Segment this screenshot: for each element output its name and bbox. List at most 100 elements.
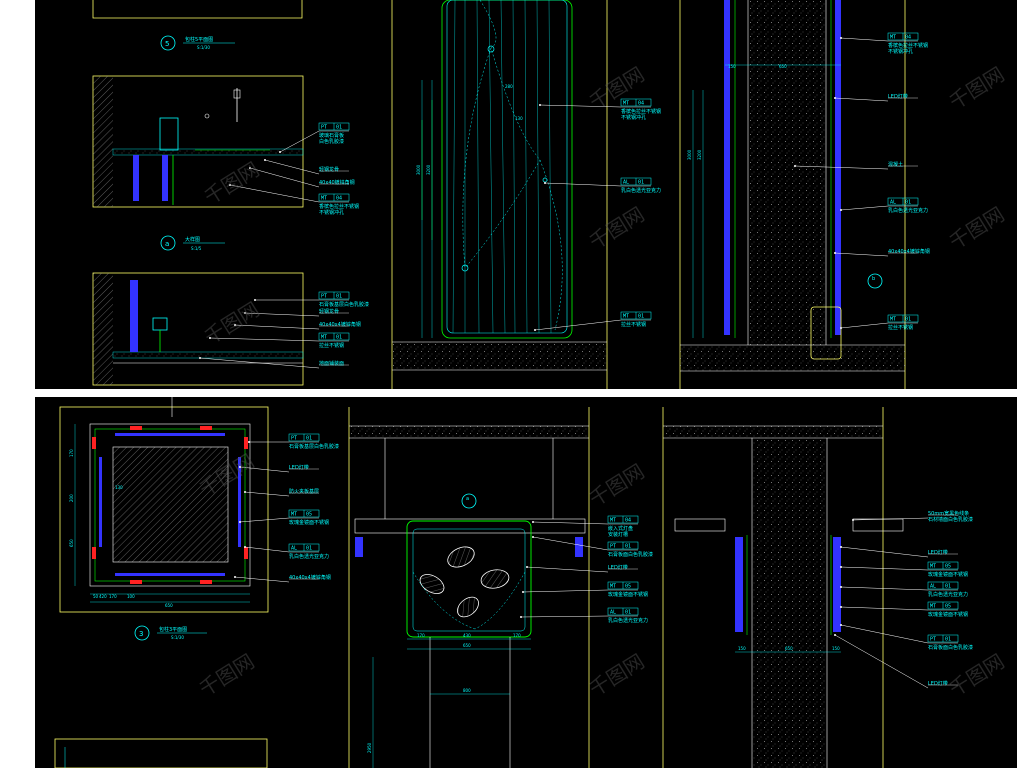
callout-tag: PT: [930, 637, 936, 643]
detail-a-marker: [160, 235, 176, 251]
callout-code: 01: [306, 546, 312, 552]
detail-5-number: 5: [165, 40, 169, 48]
svg-text:大样图: 大样图: [185, 236, 200, 243]
dimension-label: 170: [513, 633, 521, 638]
dimension-label: 650: [69, 539, 74, 547]
callout-note: 拉丝不锈钢: [319, 342, 344, 349]
callout-code: 01: [638, 314, 644, 320]
callout-note: 香槟色拉丝不锈钢不锈钢冲孔: [621, 108, 661, 121]
callout-tag: MT: [610, 518, 616, 524]
callout-tag: PT: [610, 544, 616, 550]
dimension-label: 650: [463, 643, 471, 648]
svg-text:S:1/30: S:1/30: [171, 635, 184, 640]
callout-tag: MT: [291, 512, 297, 518]
detail-5-scale: S:1/30: [197, 45, 210, 50]
callout-tag: MT: [623, 101, 629, 107]
dimension-label: 150: [728, 64, 736, 69]
svg-text:b: b: [872, 276, 875, 282]
watermark-text: 千图网: [585, 649, 649, 701]
callout: LED灯带: [840, 546, 958, 558]
callout-note: 玫瑰金镜面不锈钢: [289, 519, 329, 526]
callout-note: 轻钢龙骨: [319, 308, 339, 315]
callout-code: 04: [905, 35, 911, 41]
callout-code: 01: [945, 584, 951, 590]
dimension-label: 420: [99, 594, 107, 599]
callout-note: 地面铺装面: [319, 360, 344, 367]
callout-code: 05: [625, 584, 631, 590]
callout-tag: MT: [610, 584, 616, 590]
svg-text:a: a: [466, 496, 469, 502]
callout-code: 01: [625, 544, 631, 550]
callout-note: 乳白色透光亚克力: [888, 207, 928, 214]
callout: 轻钢龙骨: [264, 159, 349, 175]
callout-tag: AL: [930, 584, 936, 590]
callout-note: 玫瑰金镜面不锈钢: [928, 611, 968, 618]
callout-note: 防火夹板基层: [289, 488, 319, 495]
callout-code: 01: [625, 610, 631, 616]
dimension-label: 130: [115, 485, 123, 490]
dimension-label: 650: [785, 646, 793, 651]
column-elevation-right: b: [679, 0, 906, 389]
callout: 防火夹板基层: [244, 488, 319, 497]
callout-tag: MT: [321, 196, 327, 202]
watermark-text: 千图网: [195, 649, 259, 701]
callout-note: 40x40x4镀锌角钢: [319, 321, 361, 328]
dimension-label: 150: [738, 646, 746, 651]
callout-note: 乳白色透光亚克力: [928, 591, 968, 598]
dimension-label: 3200: [697, 149, 702, 160]
dimension-label: 650: [165, 603, 173, 608]
section-detail-a: [92, 75, 304, 208]
callout-tag: PT: [291, 436, 297, 442]
dimension-label: 2950: [367, 742, 372, 753]
dimension-label: 170: [417, 633, 425, 638]
callout-note: LED灯带: [928, 680, 948, 687]
detail-5-block: 5 包柱5平面图 S:1/30: [92, 0, 303, 51]
column-plan-3: [59, 397, 269, 613]
dimension-label: 170: [109, 594, 117, 599]
callout-code: 01: [945, 637, 951, 643]
callout-code: 01: [905, 200, 911, 206]
callout-note: LED灯带: [888, 93, 908, 100]
callout-tag: AL: [291, 546, 297, 552]
callout: LED灯带: [834, 93, 918, 102]
svg-text:a: a: [165, 240, 169, 248]
callout-note: 40x40镀锌角钢: [319, 179, 355, 186]
watermark-text: 千图网: [585, 202, 649, 254]
callout: LED灯带: [239, 464, 319, 473]
ceiling-elevation-middle: a: [348, 407, 590, 768]
callout-code: 05: [945, 564, 951, 570]
callout-note: 石膏板面白色乳胶漆: [928, 644, 973, 651]
detail-5-marker: [160, 35, 176, 51]
callout: 40x40x4镀锌角钢: [834, 248, 930, 257]
callout-tag: MT: [890, 35, 896, 41]
detail-a-title: a 大样图 S:1/5: [160, 235, 225, 251]
callout-code: 01: [905, 317, 911, 323]
callout: LED灯带: [526, 564, 638, 573]
callout-tag: MT: [930, 604, 936, 610]
callout: LED灯带: [834, 634, 958, 689]
callout-note: 玫瑰金镜面不锈钢: [928, 571, 968, 578]
dimension-label: 100: [127, 594, 135, 599]
dimension-label: 3000: [416, 164, 421, 175]
callout-tag: MT: [930, 564, 936, 570]
watermark-text: 千图网: [200, 297, 264, 349]
detail-b-marker: [867, 273, 883, 289]
